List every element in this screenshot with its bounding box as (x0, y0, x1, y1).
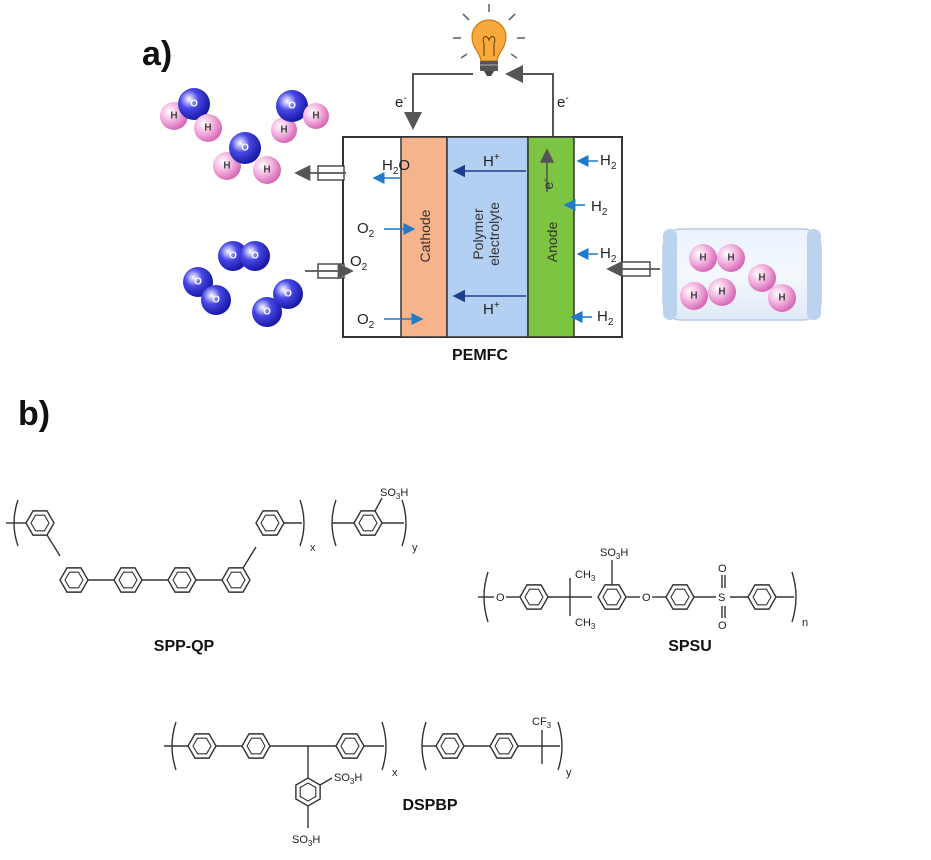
svg-text:H+: H+ (483, 152, 500, 170)
svg-text:e-: e- (557, 93, 569, 111)
svg-text:H+: H+ (483, 300, 500, 318)
dspbp-subscript-x: x (392, 767, 398, 779)
svg-text:H: H (778, 293, 785, 304)
hydrogen-inlet-tube (606, 260, 660, 278)
svg-text:O2: O2 (357, 220, 375, 240)
dspbp-subscript-y: y (566, 767, 572, 779)
svg-text:O2: O2 (357, 311, 375, 331)
polymer-name-dspbp: DSPBP (402, 797, 457, 814)
svg-text:O: O (284, 289, 292, 300)
svg-text:O: O (642, 592, 651, 604)
svg-text:O2: O2 (350, 253, 368, 273)
anode-layer (527, 136, 575, 338)
svg-text:H: H (263, 165, 270, 176)
svg-text:H: H (690, 291, 697, 302)
svg-text:H: H (699, 253, 706, 264)
svg-text:O: O (212, 295, 220, 306)
water-molecules: H O H H O H H O H (160, 88, 329, 184)
svg-text:H: H (280, 125, 287, 136)
panel-a-label: a) (142, 35, 172, 73)
water-outlet-tube (294, 164, 346, 182)
svg-text:H2: H2 (591, 198, 608, 218)
membrane-label-line2: electrolyte (486, 202, 502, 266)
water-label: H (382, 157, 393, 174)
cathode-label: Cathode (417, 209, 433, 262)
svg-text:e-: e- (540, 178, 556, 189)
proton-label-bottom: H (483, 301, 494, 318)
cathode-layer (400, 136, 448, 338)
svg-text:H2O: H2O (382, 157, 410, 177)
svg-text:H2: H2 (597, 308, 614, 328)
polymer-name-spp-qp: SPP-QP (154, 638, 215, 655)
spp-qp-subscript-x: x (310, 542, 316, 554)
polymer-dspbp: SO3H SO3H x CF3 y DSPBP (164, 716, 572, 848)
device-name: PEMFC (452, 347, 508, 364)
svg-text:SO3H: SO3H (334, 772, 362, 786)
spsu-subscript-n: n (802, 617, 808, 629)
oxygen-label-inlet: O (350, 253, 362, 270)
svg-text:H: H (758, 273, 765, 284)
svg-text:H: H (204, 123, 211, 134)
svg-text:SO3H: SO3H (600, 547, 628, 561)
svg-text:H: H (223, 161, 230, 172)
anode-label: Anode (544, 222, 560, 263)
svg-text:CF3: CF3 (532, 716, 552, 730)
svg-text:O: O (718, 563, 727, 575)
proton-label-top: H (483, 153, 494, 170)
hydrogen-tank: H H H H H H (662, 228, 822, 321)
svg-text:O: O (194, 277, 202, 288)
svg-text:O: O (190, 99, 198, 110)
light-bulb-icon (453, 4, 525, 76)
svg-text:H: H (718, 287, 725, 298)
svg-text:O: O (251, 251, 259, 262)
oxygen-inlet-tube (305, 262, 354, 280)
svg-text:SO3H: SO3H (292, 834, 320, 848)
svg-text:H: H (312, 111, 319, 122)
polymer-spp-qp: x SO3H y SPP-QP (6, 487, 418, 655)
svg-text:S: S (718, 592, 725, 604)
svg-text:H2: H2 (600, 152, 617, 172)
polymer-spsu: O CH3 CH3 SO3H O S O O n SPSU (478, 547, 808, 655)
svg-text:CH3: CH3 (575, 569, 596, 583)
svg-text:CH3: CH3 (575, 617, 596, 631)
svg-text:O: O (718, 620, 727, 632)
svg-text:SO3H: SO3H (380, 487, 408, 501)
oxygen-label-1: O (357, 220, 369, 237)
polymer-name-spsu: SPSU (668, 638, 712, 655)
electron-label-left: e (395, 94, 403, 111)
svg-text:O: O (229, 251, 237, 262)
svg-text:O: O (496, 592, 505, 604)
svg-text:H: H (170, 111, 177, 122)
svg-text:O: O (263, 307, 271, 318)
svg-text:H: H (727, 253, 734, 264)
svg-text:O: O (288, 101, 296, 112)
membrane-label-line1: Polymer (470, 208, 486, 260)
svg-text:e-: e- (395, 93, 407, 111)
spp-qp-subscript-y: y (412, 542, 418, 554)
oxygen-molecules: O O O O O O (183, 241, 303, 327)
svg-text:O: O (241, 143, 249, 154)
hydrogen-feed: H2 H2 H2 H2 (563, 152, 617, 328)
electron-label-right: e (557, 94, 565, 111)
oxygen-label-2: O (357, 311, 369, 328)
anode-electron-label: e (540, 182, 556, 190)
panel-b-label: b) (18, 395, 50, 433)
external-circuit (404, 65, 554, 136)
svg-text:H2: H2 (600, 245, 617, 265)
